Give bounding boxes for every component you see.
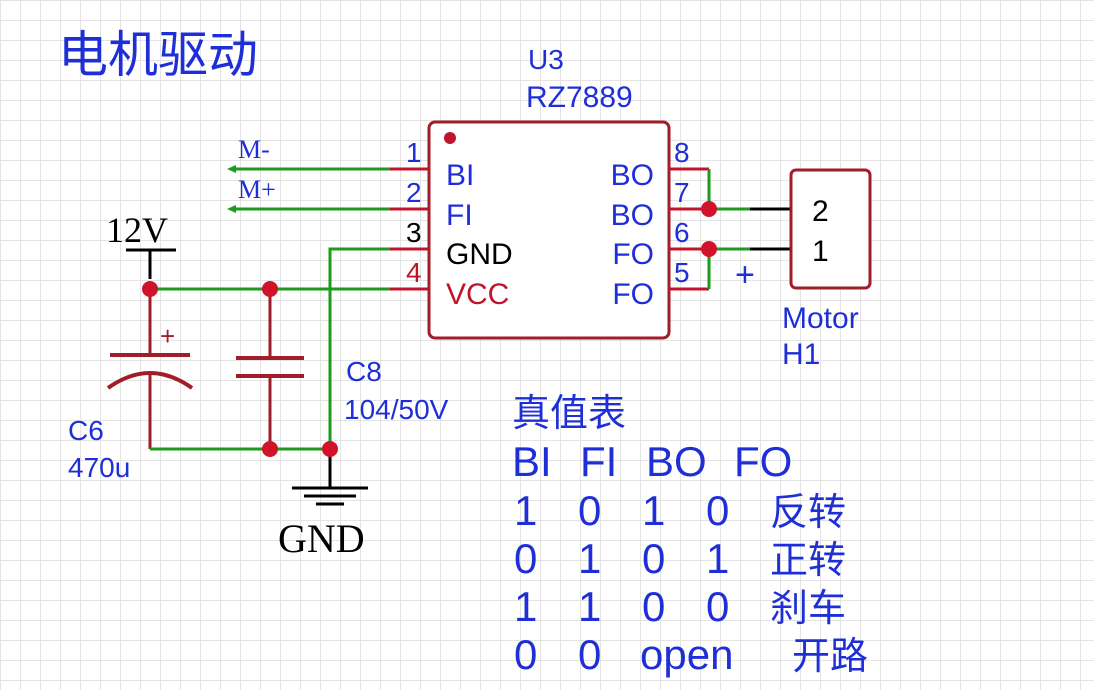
motor-connector [789,168,872,290]
pin5-number: 5 [674,257,690,288]
motor-pin2-label: 2 [812,195,829,228]
junction-dot [322,441,338,457]
pin2-name: FI [446,199,473,232]
cell-bo: open [640,631,733,678]
truth-table-row: 1 0 1 0 反转 [514,487,846,534]
pin1-marker [444,132,456,144]
c6-value: 470u [68,452,130,483]
c8-value: 104/50V [344,394,449,425]
net-label-m-plus: M+ [238,175,276,204]
cell-bo: 1 [642,487,665,534]
pin8-number: 8 [674,137,690,168]
cell-state: 正转 [770,538,846,582]
cell-state: 开路 [792,634,868,678]
pin2-number: 2 [406,177,422,208]
pin8-name: BO [611,159,654,192]
junction-dot [701,241,717,257]
pin7-number: 7 [674,177,690,208]
pin3-name: GND [446,238,513,271]
pin5-name: FO [612,278,654,311]
truth-table-row: 0 1 0 1 正转 [514,535,846,582]
page-title: 电机驱动 [58,26,258,84]
cell-fi: 0 [578,487,601,534]
cell-fo: 0 [706,487,729,534]
pin3-number: 3 [406,217,422,248]
cell-fo: 0 [706,583,729,630]
cell-fo: 1 [706,535,729,582]
cell-fi: 1 [578,583,601,630]
truth-table-row: 1 1 0 0 刹车 [514,583,846,630]
truth-table-row: 0 0 open 开路 [514,631,868,678]
power-label-12v: 12V [106,210,168,250]
cell-bi: 1 [514,487,537,534]
truth-table-header: BI FI BO FO [512,438,792,485]
motor-pin1-label: 1 [812,235,829,268]
cell-bi: 0 [514,535,537,582]
chip-ref: U3 [528,44,564,75]
chip-part: RZ7889 [526,81,633,114]
motor-polarity: + [735,256,755,294]
cell-fi: 0 [578,631,601,678]
c6-ref: C6 [68,415,104,446]
gnd-label: GND [278,516,365,561]
pin1-name: BI [446,159,474,192]
net-label-m-minus: M- [238,135,270,164]
pin1-number: 1 [406,137,422,168]
c8-ref: C8 [346,356,382,387]
junction-dot [262,441,278,457]
pin4-name: VCC [446,278,509,311]
truth-table-header-fi: FI [580,438,617,485]
truth-table-header-fo: FO [734,438,792,485]
pin6-number: 6 [674,217,690,248]
wire-gnd-pin3 [328,247,390,449]
chip-body [427,120,671,340]
cell-state: 反转 [770,490,846,534]
cell-state: 刹车 [770,586,846,630]
m-plus-arrow [227,205,236,213]
cell-bo: 0 [642,583,665,630]
motor-name: Motor [782,302,859,335]
pin7-name: BO [611,199,654,232]
c6-polarity: + [160,321,175,351]
truth-table-title: 真值表 [512,391,626,435]
motor-ref: H1 [782,338,820,371]
pin6-name: FO [612,238,654,271]
truth-table-header-bi: BI [512,438,552,485]
cell-bi: 1 [514,583,537,630]
cell-fi: 1 [578,535,601,582]
junction-dot [262,281,278,297]
truth-table-header-bo: BO [646,438,707,485]
pin4-number: 4 [406,257,422,288]
cell-bi: 0 [514,631,537,678]
m-minus-arrow [227,165,236,173]
cell-bo: 0 [642,535,665,582]
junction-dot [142,281,158,297]
junction-dot [701,201,717,217]
